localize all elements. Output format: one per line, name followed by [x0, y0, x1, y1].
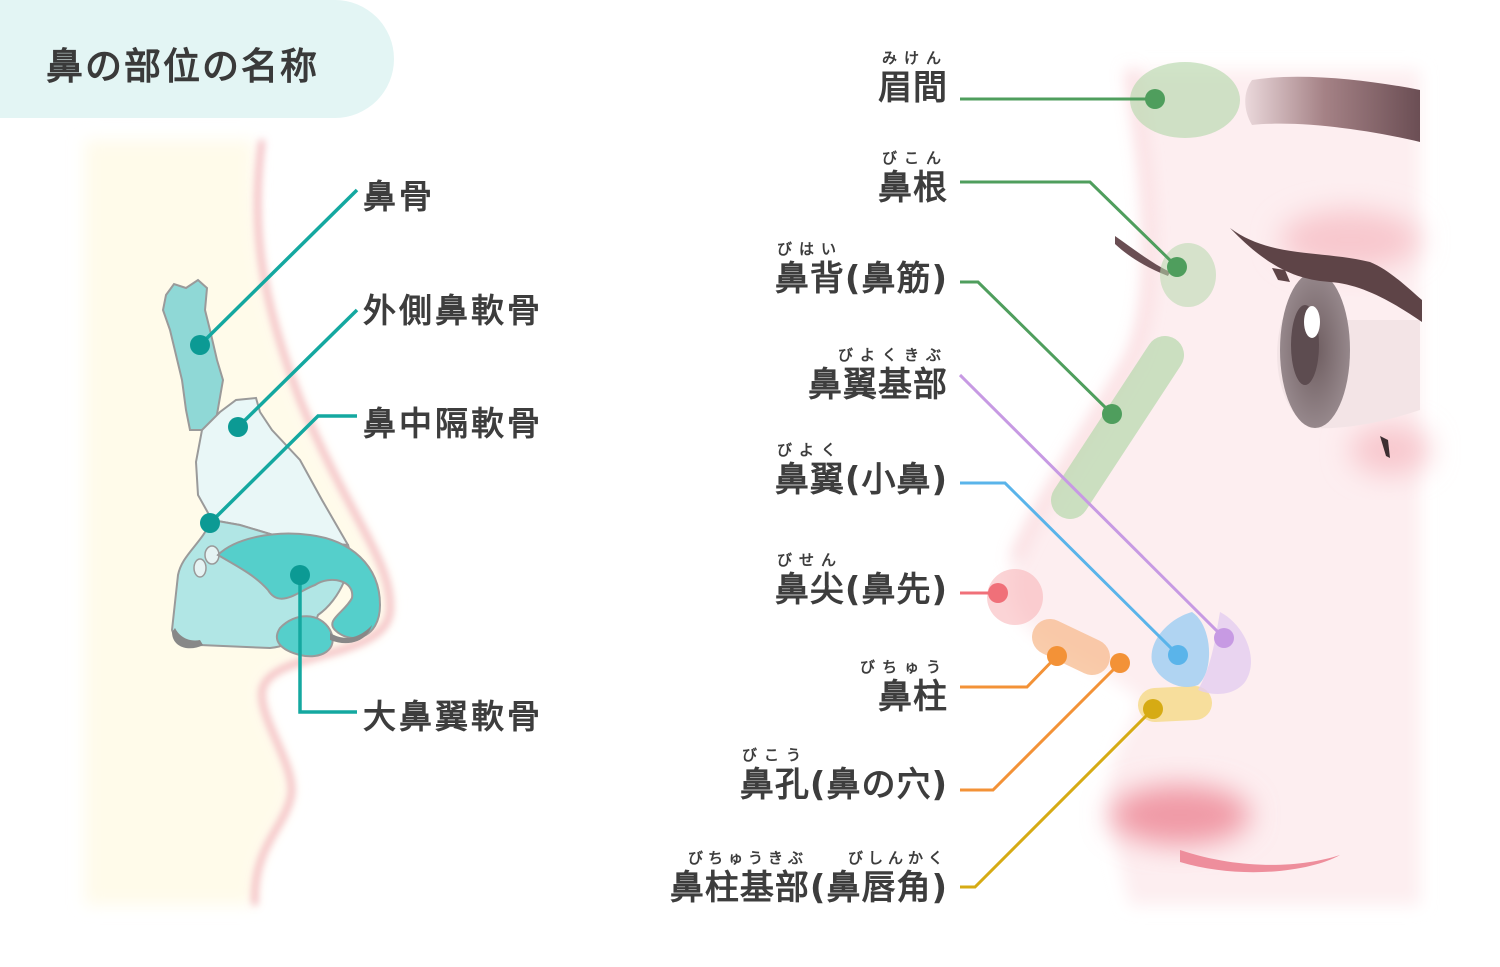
dorsum-name: 鼻背(鼻筋)	[774, 259, 948, 299]
alar-base-name: 鼻翼基部	[808, 365, 948, 405]
part-leader-lines	[958, 97, 1226, 889]
nasal-bone-shape	[161, 278, 225, 431]
columella-base-label: びちゅうきぶ びしんかく 鼻柱基部(鼻唇角)	[670, 848, 948, 908]
septal-cartilage-label: 鼻中隔軟骨	[363, 404, 543, 443]
dorsum-label: びはい 鼻背(鼻筋)	[775, 239, 948, 299]
nasion-label: びこん 鼻根	[878, 148, 948, 208]
nasion-region	[1160, 243, 1216, 307]
glabella-label: みけん 眉間	[878, 48, 948, 108]
columella-ruby: びちゅう	[859, 658, 948, 676]
columella-base-name: 鼻柱基部(鼻唇角)	[669, 868, 948, 908]
alar-base-label: びよくきぶ 鼻翼基部	[808, 345, 948, 405]
dorsum-ruby: びはい	[776, 240, 843, 258]
dorsum-dot	[1102, 404, 1122, 424]
alar-cartilage-label: 大鼻翼軟骨	[363, 697, 543, 736]
nasion-name: 鼻根	[878, 168, 948, 208]
tip-dot	[988, 583, 1008, 603]
septal-cartilage-leader	[208, 414, 357, 525]
page-title: 鼻の部位の名称	[46, 45, 319, 88]
ala-label: びよく 鼻翼(小鼻)	[775, 440, 948, 500]
lateral-cartilage-shape	[194, 396, 350, 562]
nasal-bone-label: 鼻骨	[363, 177, 435, 216]
glabella-dot	[1145, 89, 1165, 109]
nostril-dot	[1110, 653, 1130, 673]
lateral-cartilage-dot	[228, 417, 248, 437]
nasion-ruby: びこん	[881, 149, 948, 167]
columella-base-dot	[1143, 699, 1163, 719]
nasal-bone-dot	[190, 335, 210, 355]
tip-region	[987, 569, 1043, 625]
part-dots	[988, 89, 1234, 719]
glabella-region	[1130, 62, 1240, 138]
dorsum-leader	[960, 280, 1114, 416]
dorsum-region	[1051, 336, 1184, 519]
ala-dot	[1168, 645, 1188, 665]
columella-region	[1032, 619, 1110, 675]
ala-ruby: びよく	[776, 441, 843, 459]
septal-cartilage-dot	[200, 513, 220, 533]
alar-cartilage-dot	[290, 565, 310, 585]
columella-dot	[1047, 646, 1067, 666]
alar-base-ruby: びよくきぶ	[837, 346, 948, 364]
alar-cartilage-leader	[298, 575, 357, 714]
columella-leader	[960, 654, 1059, 689]
bone-dots	[190, 335, 310, 585]
nostril-leader	[960, 661, 1122, 792]
lateral-cartilage-label: 外側鼻軟骨	[363, 291, 543, 330]
columella-base-leader	[960, 707, 1155, 889]
nasal-bone-leader	[198, 188, 359, 347]
columella-base-ruby: びちゅうきぶ びしんかく	[687, 849, 948, 867]
alar-base-dot	[1214, 628, 1234, 648]
glabella-ruby: みけん	[881, 49, 948, 67]
tip-ruby: びせん	[776, 551, 843, 569]
glabella-name: 眉間	[878, 68, 948, 108]
nostril-ruby: びこう	[741, 746, 808, 764]
alar-base-region	[1198, 612, 1251, 694]
tip-name: 鼻尖(鼻先)	[774, 570, 948, 610]
alar-base-leader	[958, 373, 1226, 640]
ala-name: 鼻翼(小鼻)	[774, 460, 948, 500]
columella-name: 鼻柱	[878, 677, 948, 717]
nasion-dot	[1167, 257, 1187, 277]
nostril-name: 鼻孔(鼻の穴)	[739, 765, 948, 805]
columella-label: びちゅう 鼻柱	[860, 657, 948, 717]
nasion-leader	[960, 180, 1179, 269]
lateral-cartilage-leader	[236, 308, 359, 429]
ala-leader	[960, 481, 1180, 657]
nostril-label: びこう 鼻孔(鼻の穴)	[740, 745, 948, 805]
tip-label: びせん 鼻尖(鼻先)	[775, 550, 948, 610]
bone-leader-lines	[198, 188, 359, 714]
title-tab	[0, 0, 394, 118]
eye-icon	[1115, 228, 1422, 458]
